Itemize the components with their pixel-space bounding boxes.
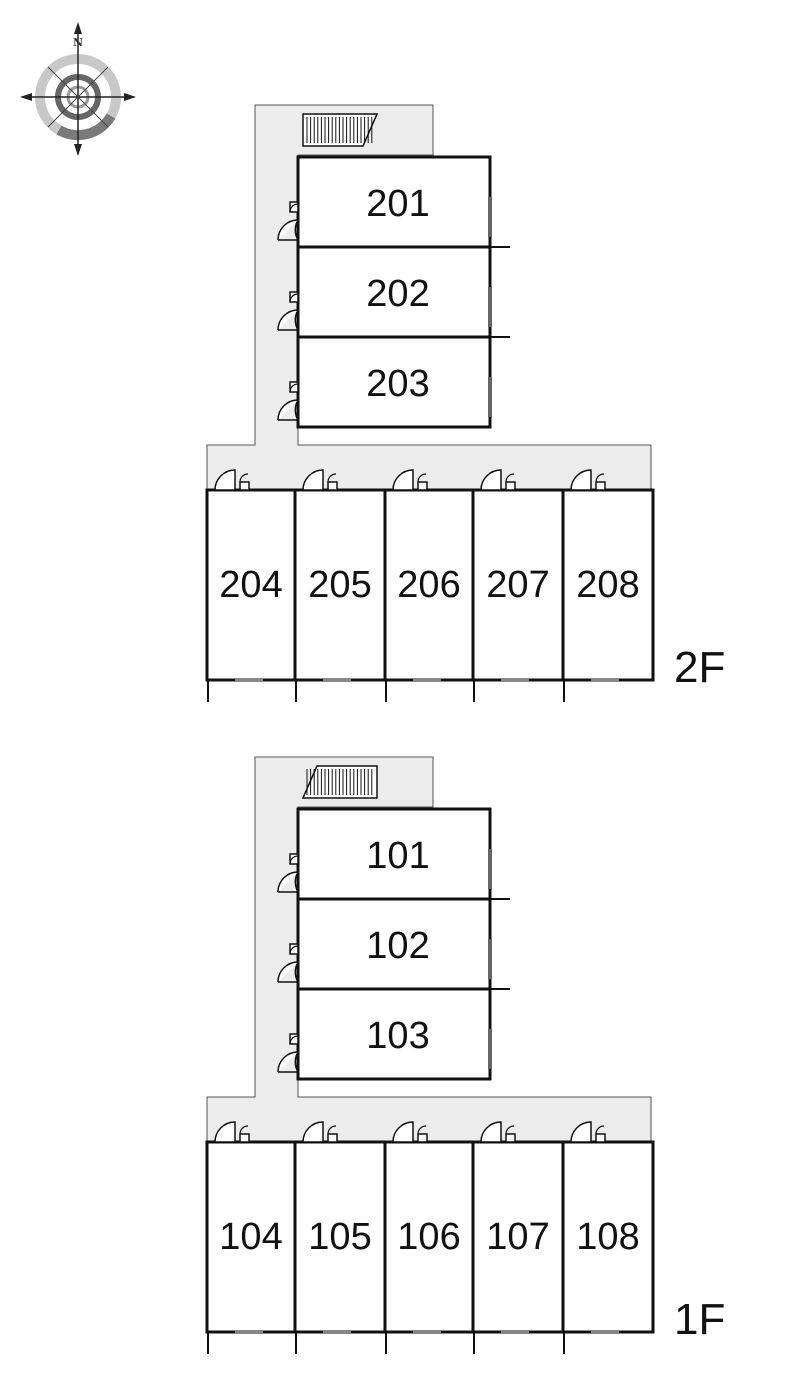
- room-106: 106: [383, 1121, 475, 1354]
- room-202: 202: [277, 245, 510, 339]
- door-icon: [570, 1121, 606, 1143]
- room-label: 202: [366, 273, 429, 315]
- door-icon: [277, 1033, 299, 1073]
- room-label: 101: [366, 835, 429, 877]
- stairs-icon: [302, 113, 379, 147]
- door-icon: [214, 1121, 250, 1143]
- door-icon: [392, 1121, 428, 1143]
- room-label: 102: [366, 925, 429, 967]
- door-icon: [214, 469, 250, 491]
- room-205: 205: [293, 469, 387, 702]
- door-icon: [302, 469, 338, 491]
- room-105: 105: [293, 1121, 387, 1354]
- room-107: 107: [471, 1121, 565, 1354]
- room-207: 207: [471, 469, 565, 702]
- door-icon: [392, 469, 428, 491]
- room-label: 201: [366, 183, 429, 225]
- floor-label: 2F: [674, 643, 725, 692]
- room-label: 208: [576, 564, 639, 606]
- room-201: 201: [277, 155, 510, 249]
- door-icon: [302, 1121, 338, 1143]
- door-icon: [277, 943, 299, 983]
- compass-north-label: N: [73, 36, 83, 49]
- room-103: 103: [277, 987, 492, 1081]
- door-icon: [480, 1121, 516, 1143]
- door-icon: [570, 469, 606, 491]
- room-label: 207: [486, 564, 549, 606]
- room-101: 101: [277, 807, 510, 901]
- room-label: 204: [219, 564, 282, 606]
- floor-1f: 101 102 103 104 105 106 107 108 1F: [205, 756, 725, 1354]
- door-icon: [277, 853, 299, 893]
- stairs-icon: [301, 765, 378, 799]
- room-label: 205: [308, 564, 371, 606]
- room-label: 108: [576, 1216, 639, 1258]
- compass-rose-icon: N: [20, 22, 136, 156]
- room-206: 206: [383, 469, 475, 702]
- room-204: 204: [205, 469, 297, 702]
- room-label: 106: [397, 1216, 460, 1258]
- room-102: 102: [277, 897, 510, 991]
- room-208: 208: [561, 469, 655, 702]
- floor-label: 1F: [674, 1295, 725, 1344]
- door-icon: [480, 469, 516, 491]
- room-label: 206: [397, 564, 460, 606]
- room-label: 203: [366, 363, 429, 405]
- room-label: 104: [219, 1216, 282, 1258]
- room-label: 103: [366, 1015, 429, 1057]
- room-203: 203: [277, 335, 492, 429]
- door-icon: [277, 381, 299, 421]
- door-icon: [277, 201, 299, 241]
- room-104: 104: [205, 1121, 297, 1354]
- room-108: 108: [561, 1121, 655, 1354]
- floor-2f: 201 202 203 204 205 206 207 208 2F: [205, 104, 725, 702]
- door-icon: [277, 291, 299, 331]
- room-label: 105: [308, 1216, 371, 1258]
- room-label: 107: [486, 1216, 549, 1258]
